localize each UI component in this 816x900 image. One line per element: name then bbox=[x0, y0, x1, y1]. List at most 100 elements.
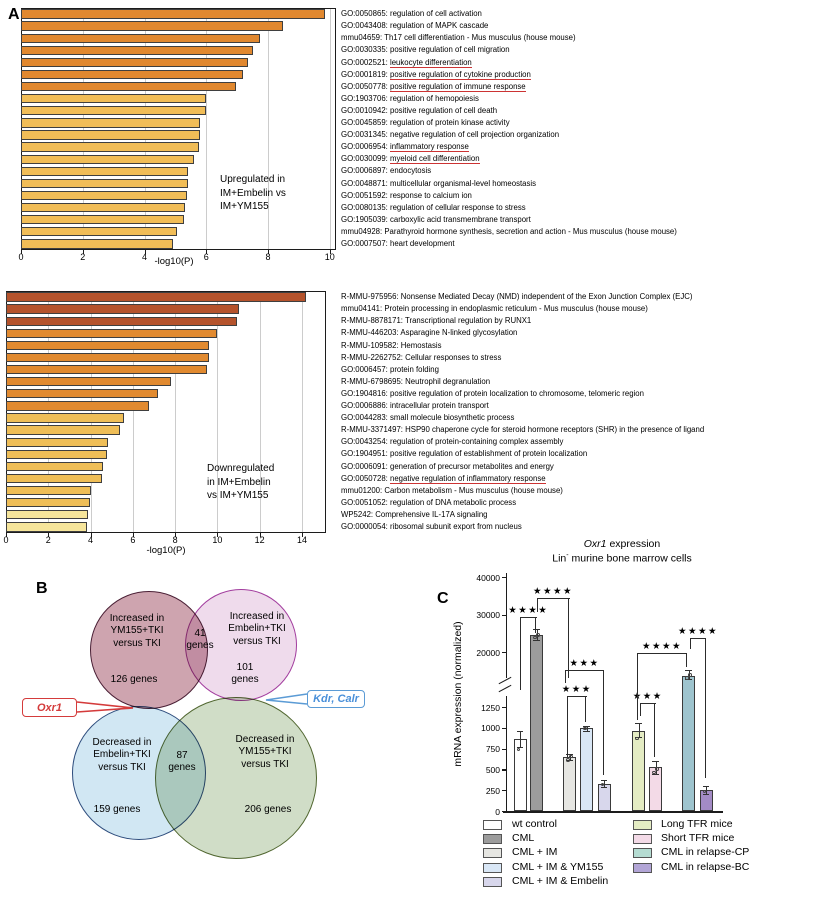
bar bbox=[6, 352, 209, 363]
gridline bbox=[144, 9, 146, 249]
gridline bbox=[206, 9, 208, 249]
gridline bbox=[217, 292, 219, 532]
term-id: GO:0000054: bbox=[341, 522, 390, 531]
y-tick-mark bbox=[502, 707, 506, 709]
term-id: mmu04141: bbox=[341, 304, 385, 314]
term-text: intracellular protein transport bbox=[389, 401, 489, 410]
term-id: R-MMU-6798695: bbox=[341, 376, 406, 386]
bar-label: GO:0044283: small molecule biosynthetic … bbox=[341, 413, 514, 423]
bar-label: mmu04928: Parathyroid hormone synthesis,… bbox=[341, 226, 677, 237]
bar-label: R-MMU-3371497: HSP90 chaperone cycle for… bbox=[341, 425, 704, 435]
term-text: negative regulation of inflammatory resp… bbox=[389, 473, 546, 484]
bar-label: R-MMU-109582: Hemostasis bbox=[341, 341, 442, 351]
term-text: carboxylic acid transmembrane transport bbox=[389, 214, 531, 224]
bar bbox=[632, 730, 645, 811]
x-tick-mark bbox=[268, 250, 270, 254]
x-tick-mark bbox=[132, 533, 134, 537]
term-id: GO:1904951: bbox=[341, 449, 390, 459]
bar bbox=[6, 413, 125, 423]
legend-label: CML + IM & YM155 bbox=[512, 860, 604, 873]
bar-label: mmu01200: Carbon metabolism - Mus muscul… bbox=[341, 486, 563, 496]
x-tick-label: 0 bbox=[18, 252, 24, 262]
bar bbox=[6, 461, 103, 472]
term-text: Cellular responses to stress bbox=[405, 352, 502, 362]
gridline bbox=[329, 9, 331, 249]
term-id: mmu04928: bbox=[341, 226, 385, 236]
term-id: GO:1905039: bbox=[341, 214, 390, 224]
legend-swatch bbox=[483, 820, 502, 830]
error-bar bbox=[638, 722, 640, 737]
bar bbox=[21, 33, 261, 43]
term-text: regulation of cellular response to stres… bbox=[389, 202, 526, 212]
bar bbox=[21, 154, 194, 164]
kdr-calr-callout: Kdr, Calr bbox=[307, 690, 365, 708]
bar-label: GO:0006897: endocytosis bbox=[341, 167, 431, 176]
term-id: GO:0002521: bbox=[341, 57, 390, 67]
error-bar-cap bbox=[635, 722, 642, 724]
term-text: endocytosis bbox=[389, 166, 432, 176]
y-tick-mark bbox=[502, 811, 506, 813]
term-text: Comprehensive IL-17A signaling bbox=[375, 509, 488, 519]
x-tick-mark bbox=[90, 533, 92, 537]
x-tick-mark bbox=[6, 533, 7, 537]
bar-label: R-MMU-8878171: Transcriptional regulatio… bbox=[341, 317, 531, 326]
error-bar-cap bbox=[583, 725, 590, 727]
gridline bbox=[301, 292, 303, 532]
term-id: GO:0045859: bbox=[341, 118, 390, 127]
significance-bracket-right bbox=[685, 653, 687, 667]
term-id: GO:0050778: bbox=[341, 81, 390, 91]
y-tick-mark bbox=[502, 769, 506, 771]
term-text: multicellular organismal-level homeostas… bbox=[389, 178, 537, 188]
x-tick-mark bbox=[329, 250, 331, 254]
y-tick-label: 40000 bbox=[476, 572, 500, 583]
bar-label: GO:1904816: positive regulation of prote… bbox=[341, 389, 644, 399]
upregulated-x-axis-label: -log10(P) bbox=[154, 256, 194, 267]
x-tick-label: 10 bbox=[212, 535, 223, 545]
bar bbox=[6, 401, 149, 411]
term-text: Transcriptional regulation by RUNX1 bbox=[405, 316, 532, 326]
x-tick-label: 2 bbox=[45, 535, 51, 545]
bar bbox=[21, 227, 177, 237]
error-bar-cap bbox=[516, 746, 524, 749]
legend-label: CML in relapse-CP bbox=[661, 846, 750, 859]
term-text: positive regulation of establishment of … bbox=[389, 449, 588, 459]
data-point bbox=[536, 633, 540, 637]
term-text: regulation of MAPK cascade bbox=[389, 21, 489, 31]
y-tick-label: 250 bbox=[485, 785, 500, 796]
y-axis-upper bbox=[506, 573, 508, 678]
legend-label: CML in relapse-BC bbox=[661, 860, 750, 873]
error-bar-cap bbox=[516, 730, 524, 732]
bar bbox=[21, 142, 199, 152]
bar-label: GO:0006886: intracellular protein transp… bbox=[341, 401, 489, 411]
bar-label: GO:0001819: positive regulation of cytok… bbox=[341, 69, 531, 80]
significance-bracket-right bbox=[585, 696, 587, 722]
significance-bracket bbox=[640, 703, 656, 705]
y-tick-mark bbox=[502, 577, 506, 579]
data-point bbox=[516, 747, 521, 752]
bar bbox=[6, 473, 102, 484]
bar-label: GO:0045859: regulation of protein kinase… bbox=[341, 118, 510, 128]
term-id: GO:0050728: bbox=[341, 473, 390, 483]
panel-c-subtitle: Lin- murine bone marrow cells bbox=[552, 552, 692, 565]
panel-a-label: A bbox=[8, 6, 20, 23]
term-id: GO:0050865: bbox=[341, 9, 390, 19]
term-text: myeloid cell differentiation bbox=[389, 154, 480, 165]
term-id: GO:0006897: bbox=[341, 166, 390, 176]
term-id: GO:0044283: bbox=[341, 413, 390, 423]
bar bbox=[21, 94, 207, 104]
significance-bracket bbox=[567, 696, 587, 698]
bar-label: GO:0007507: heart development bbox=[341, 239, 455, 249]
significance-bracket-right bbox=[535, 617, 537, 633]
bar bbox=[6, 485, 92, 496]
term-text: regulation of cell activation bbox=[389, 9, 482, 19]
significance-stars: ★★★★ bbox=[532, 586, 574, 597]
bar-label: GO:0010942: positive regulation of cell … bbox=[341, 106, 497, 116]
x-axis bbox=[503, 811, 723, 813]
y-tick-label: 0 bbox=[495, 806, 500, 817]
x-tick-label: 8 bbox=[172, 535, 178, 545]
bar bbox=[6, 425, 121, 435]
